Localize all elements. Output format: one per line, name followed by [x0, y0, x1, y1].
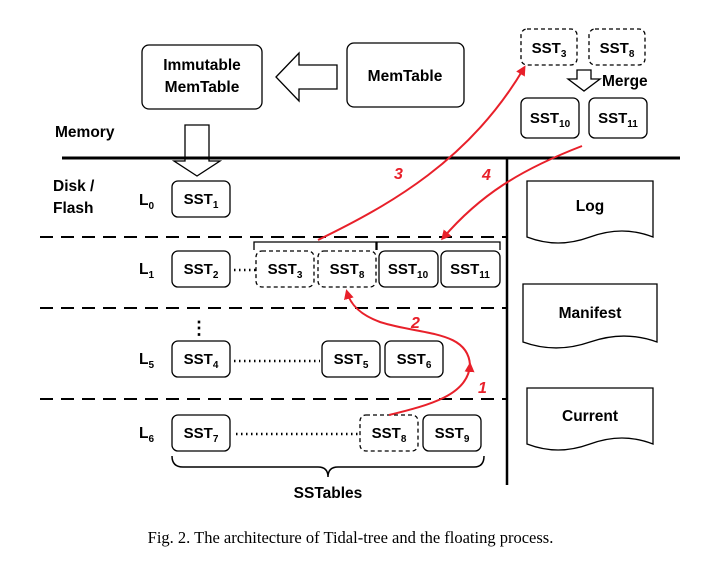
sst-l1-3	[255, 250, 315, 288]
step-label-3: 3	[394, 166, 403, 183]
sst-l6-7	[171, 414, 231, 452]
merge-output-sst11-label: SST11	[598, 110, 638, 130]
immutable-memtable-box	[141, 44, 263, 110]
sst-l1-10	[378, 250, 439, 288]
figure-caption: Fig. 2. The architecture of Tidal-tree a…	[147, 528, 554, 547]
log-file-label: Log	[576, 198, 604, 215]
sst-l6-9-label: SST9	[435, 425, 470, 445]
merge-input-sst3	[520, 28, 578, 66]
disk-label-2: Flash	[53, 200, 93, 217]
sst-l1-11	[440, 250, 501, 288]
level-l0-label: L0	[139, 192, 154, 212]
step-label-4: 4	[481, 167, 491, 184]
merge-input-sst8-label: SST8	[600, 40, 635, 60]
flow-arrow-2	[344, 289, 471, 366]
merge-output-sst10-label: SST10	[530, 110, 571, 130]
step-label-1: 1	[478, 380, 487, 397]
sst-l1-8	[317, 250, 377, 288]
sst-l0-1-label: SST1	[184, 191, 219, 211]
sstables-brace	[171, 455, 485, 478]
current-file-shape	[526, 387, 654, 451]
sst-l1-2-label: SST2	[184, 261, 219, 281]
sst-l5-6-label: SST6	[397, 351, 432, 371]
flow-arrow-4	[441, 145, 583, 241]
level-l1-label: L1	[139, 261, 154, 281]
sst-l5-5-label: SST5	[334, 351, 369, 371]
l1-group-bracket-left	[253, 241, 377, 250]
flow-arrow-3	[317, 65, 526, 241]
merge-output-sst11	[588, 97, 648, 139]
flow-arrow-1	[388, 362, 475, 416]
immutable-memtable-label-2: MemTable	[165, 79, 240, 96]
sst-l5-6	[384, 340, 444, 378]
sst-l6-8-label: SST8	[372, 425, 407, 445]
sst-l5-5	[321, 340, 381, 378]
merge-arrow	[566, 69, 602, 92]
step-label-2: 2	[410, 315, 420, 332]
manifest-file-label: Manifest	[559, 305, 622, 322]
merge-output-sst10	[520, 97, 580, 139]
log-file-shape	[526, 180, 654, 244]
flush-arrow	[171, 124, 223, 177]
merge-input-sst3-label: SST3	[532, 40, 567, 60]
memtable-box	[346, 42, 465, 108]
l1-group-bracket-right	[376, 241, 501, 250]
sst-l0-1	[171, 180, 231, 218]
memory-label: Memory	[55, 124, 115, 141]
sst-l5-4-label: SST4	[184, 351, 219, 371]
merge-input-sst8	[588, 28, 646, 66]
sst-l1-2	[171, 250, 231, 288]
immutable-memtable-label-1: Immutable	[163, 57, 241, 74]
disk-label-1: Disk /	[53, 178, 95, 195]
sst-l1-3-label: SST3	[268, 261, 303, 281]
sst-l1-11-label: SST11	[450, 261, 490, 281]
memtable-to-immutable-arrow	[275, 51, 338, 103]
memtable-label: MemTable	[368, 68, 443, 85]
sst-l5-4	[171, 340, 231, 378]
merge-label: Merge	[602, 73, 648, 90]
level-l5-label: L5	[139, 351, 154, 371]
sstables-label: SSTables	[294, 485, 363, 502]
sst-l6-7-label: SST7	[184, 425, 219, 445]
manifest-file-shape	[522, 283, 658, 349]
sst-l6-9	[422, 414, 482, 452]
sst-l1-10-label: SST10	[388, 261, 429, 281]
current-file-label: Current	[562, 408, 618, 425]
level-vertical-ellipsis: ⋮	[190, 318, 208, 338]
sst-l1-8-label: SST8	[330, 261, 365, 281]
level-l6-label: L6	[139, 425, 154, 445]
